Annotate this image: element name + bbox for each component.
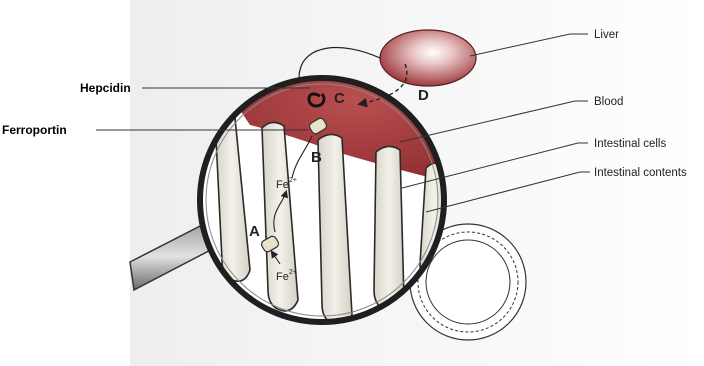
marker-a: A: [249, 223, 260, 240]
ion-label-upper-charge: 2+: [289, 177, 297, 184]
marker-c: C: [334, 90, 345, 107]
ion-label-upper: Fe: [276, 179, 289, 191]
label-hepcidin: Hepcidin: [80, 81, 131, 95]
ion-label-lower-charge: 2+: [289, 269, 297, 276]
liver-shape: [380, 30, 476, 86]
marker-b: B: [311, 149, 322, 166]
label-blood: Blood: [594, 96, 623, 108]
label-liver: Liver: [594, 29, 619, 41]
label-intestinal-cells: Intestinal cells: [594, 138, 666, 150]
ion-label-lower: Fe: [276, 271, 289, 283]
label-ferroportin: Ferroportin: [2, 123, 67, 137]
label-intestinal-contents: Intestinal contents: [594, 167, 687, 179]
marker-d: D: [418, 87, 429, 104]
